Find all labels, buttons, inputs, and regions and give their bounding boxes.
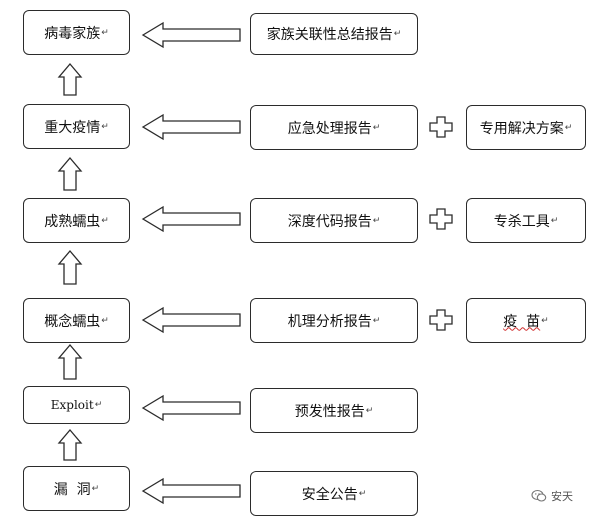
- watermark: 安天: [531, 488, 573, 504]
- extra-box-dedicated-solution: 专用解决方案↵: [466, 105, 586, 150]
- report-label: 预发性报告: [294, 403, 365, 420]
- report-label: 机理分析报告: [287, 313, 372, 330]
- up-arrow-icon: [57, 249, 83, 285]
- paragraph-mark-icon: ↵: [372, 215, 381, 226]
- up-arrow-icon: [57, 62, 83, 96]
- stage-label: 成熟蠕虫: [44, 213, 101, 230]
- report-box-deep-code: 深度代码报告↵: [250, 198, 418, 243]
- up-arrow-icon: [57, 343, 83, 380]
- stage-box-vulnerability: 漏 洞↵: [23, 466, 130, 511]
- paragraph-mark-icon: ↵: [372, 122, 381, 133]
- plus-icon: [429, 309, 453, 331]
- paragraph-mark-icon: ↵: [358, 488, 367, 499]
- paragraph-mark-icon: ↵: [101, 27, 109, 38]
- stage-label: 概念蠕虫: [44, 313, 101, 330]
- stage-box-virus-family: 病毒家族↵: [23, 10, 130, 55]
- paragraph-mark-icon: ↵: [393, 29, 402, 39]
- paragraph-mark-icon: ↵: [101, 121, 109, 132]
- extra-label: 专杀工具: [493, 213, 550, 230]
- left-arrow-icon: [141, 205, 241, 233]
- stage-box-mature-worm: 成熟蠕虫↵: [23, 198, 130, 243]
- stage-label: 重大疫情: [44, 119, 101, 136]
- paragraph-mark-icon: ↵: [541, 315, 549, 326]
- left-arrow-icon: [141, 394, 241, 422]
- stage-box-exploit: Exploit↵: [23, 386, 130, 424]
- report-box-mechanism-analysis: 机理分析报告↵: [250, 298, 418, 343]
- stage-box-major-epidemic: 重大疫情↵: [23, 104, 130, 149]
- paragraph-mark-icon: ↵: [372, 315, 381, 326]
- extra-box-vaccine: 疫 苗↵: [466, 298, 586, 343]
- stage-label: 病毒家族: [44, 25, 101, 42]
- up-arrow-icon: [57, 156, 83, 191]
- stage-label: 漏 洞: [53, 481, 91, 498]
- paragraph-mark-icon: ↵: [94, 400, 103, 410]
- paragraph-mark-icon: ↵: [101, 315, 109, 326]
- paragraph-mark-icon: ↵: [365, 405, 374, 416]
- left-arrow-icon: [141, 306, 241, 334]
- left-arrow-icon: [141, 477, 241, 505]
- extra-box-removal-tool: 专杀工具↵: [466, 198, 586, 243]
- paragraph-mark-icon: ↵: [550, 215, 559, 226]
- report-box-emergency: 应急处理报告↵: [250, 105, 418, 150]
- report-box-security-bulletin: 安全公告↵: [250, 471, 418, 516]
- left-arrow-icon: [141, 113, 241, 141]
- report-label: 深度代码报告: [287, 213, 372, 230]
- report-label: 家族关联性总结报告: [266, 27, 393, 43]
- stage-box-concept-worm: 概念蠕虫↵: [23, 298, 130, 343]
- left-arrow-icon: [141, 21, 241, 49]
- watermark-label: 安天: [551, 490, 573, 503]
- paragraph-mark-icon: ↵: [101, 215, 109, 226]
- report-label: 应急处理报告: [287, 120, 372, 137]
- report-box-early-warning: 预发性报告↵: [250, 388, 418, 433]
- extra-label: 疫 苗: [503, 313, 541, 330]
- up-arrow-icon: [57, 428, 83, 461]
- report-label: 安全公告: [301, 486, 358, 503]
- extra-label: 专用解决方案: [479, 120, 564, 137]
- plus-icon: [429, 208, 453, 230]
- wechat-icon: [531, 489, 547, 502]
- paragraph-mark-icon: ↵: [564, 122, 573, 133]
- paragraph-mark-icon: ↵: [91, 483, 100, 494]
- report-box-family-correlation: 家族关联性总结报告↵: [250, 13, 418, 55]
- stage-label: Exploit: [50, 398, 94, 412]
- plus-icon: [429, 116, 453, 138]
